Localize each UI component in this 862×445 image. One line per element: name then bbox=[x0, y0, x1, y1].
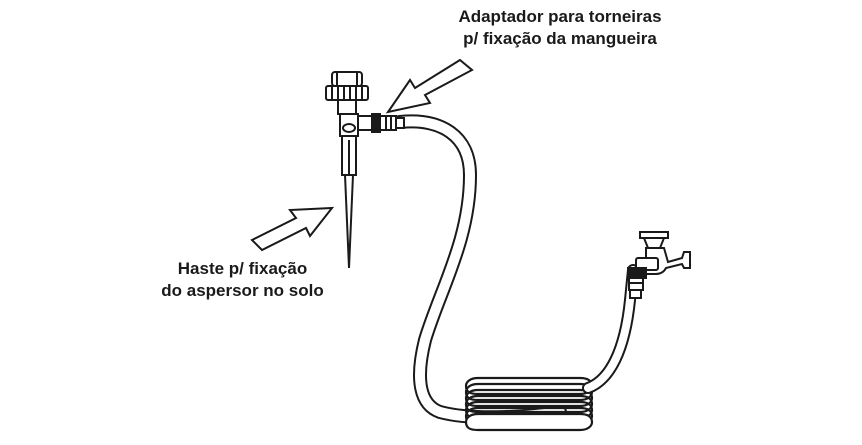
faucet-icon bbox=[627, 231, 691, 299]
arrow-stake bbox=[250, 206, 335, 252]
adapter-label-line2: p/ fixação da mangueira bbox=[463, 29, 657, 48]
arrow-adapter bbox=[385, 58, 474, 114]
stake-label-line2: do aspersor no solo bbox=[161, 281, 324, 300]
stake-label-line1: Haste p/ fixação bbox=[177, 259, 308, 278]
stake-label: Haste p/ fixação do aspersor no solo bbox=[120, 258, 365, 302]
sprinkler-icon bbox=[325, 71, 405, 269]
adapter-label-line1: Adaptador para torneiras bbox=[458, 7, 662, 26]
adapter-label: Adaptador para torneiras p/ fixação da m… bbox=[405, 6, 715, 50]
hose-coil bbox=[464, 376, 594, 432]
arrow-icon bbox=[250, 58, 474, 252]
hose-icon bbox=[393, 114, 639, 432]
